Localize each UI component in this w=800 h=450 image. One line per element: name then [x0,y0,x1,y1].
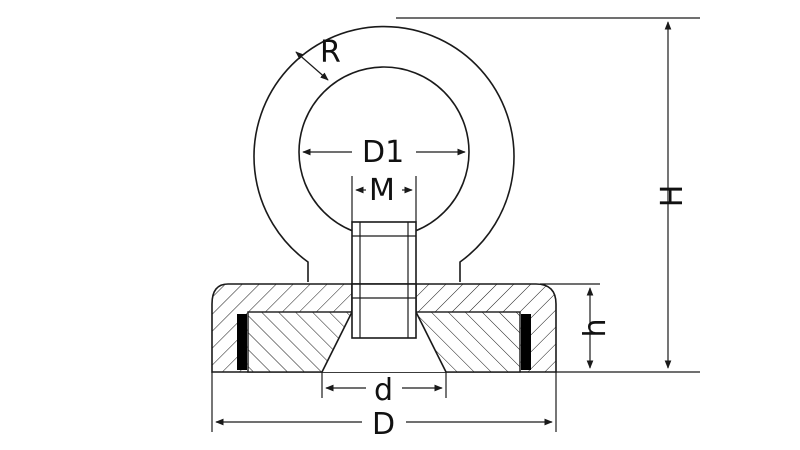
dimension-H [396,17,700,373]
dimension-h [540,283,600,369]
dimension-M [351,176,417,222]
label-R: R [320,35,341,70]
label-M: M [369,173,395,208]
label-h: h [578,318,613,337]
dimension-d [321,372,447,398]
magnet-bar-right [521,314,531,370]
label-D: D [372,407,395,442]
label-D1: D1 [362,135,404,170]
magnet-bar-left [237,314,247,370]
label-d: d [374,373,393,408]
stem-overlay [351,283,417,339]
label-H: H [655,185,690,208]
dimension-D [211,372,557,432]
dimension-R [295,51,329,81]
